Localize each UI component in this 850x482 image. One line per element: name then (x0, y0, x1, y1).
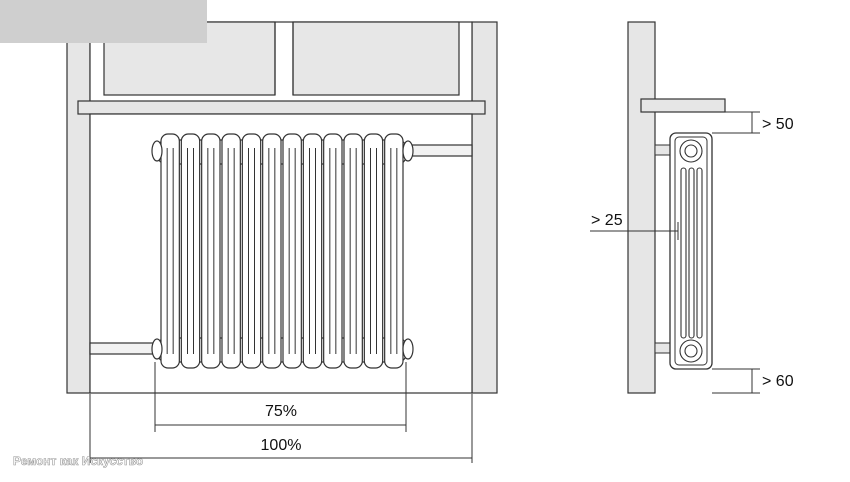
radiator-section (241, 133, 262, 369)
radiator-end-cap (151, 140, 163, 162)
window-sill (77, 100, 486, 115)
radiator-side (669, 132, 713, 370)
side-window-sill (640, 98, 726, 113)
radiator-section (282, 133, 302, 369)
radiator-section (363, 133, 384, 369)
radiator-section (384, 133, 404, 369)
left-wall (66, 21, 91, 394)
radiator-end-cap (402, 338, 414, 360)
radiator-end-cap (151, 338, 163, 360)
radiator-section (343, 133, 363, 369)
radiator-section (201, 133, 221, 369)
side-view: > 50 > 25 > 60 (590, 21, 794, 394)
side-wall (627, 21, 656, 394)
radiator-section (221, 133, 241, 369)
front-view: 75% 100% (66, 21, 498, 463)
gap-above-label: > 50 (762, 116, 794, 133)
dimension-100-label: 100% (261, 437, 302, 454)
window-pane-right (292, 21, 460, 96)
radiator-front (151, 133, 414, 369)
supply-pipe (405, 144, 473, 157)
watermark: Ремонт как Искусство (13, 454, 143, 468)
top-bracket (654, 144, 671, 156)
return-pipe (89, 342, 159, 355)
radiator-section (180, 133, 201, 369)
gap-wall-label: > 25 (591, 212, 623, 229)
radiator-section (302, 133, 323, 369)
side-dimension-lines (590, 111, 760, 394)
corner-block (0, 0, 207, 43)
gap-below-label: > 60 (762, 373, 794, 390)
right-wall (471, 21, 498, 394)
dimension-lines (89, 362, 473, 463)
bottom-bracket (654, 342, 671, 354)
radiator-end-cap (402, 140, 414, 162)
radiator-section (262, 133, 282, 369)
radiator-section (160, 133, 180, 369)
radiator-section (323, 133, 343, 369)
dimension-75-label: 75% (265, 403, 297, 420)
